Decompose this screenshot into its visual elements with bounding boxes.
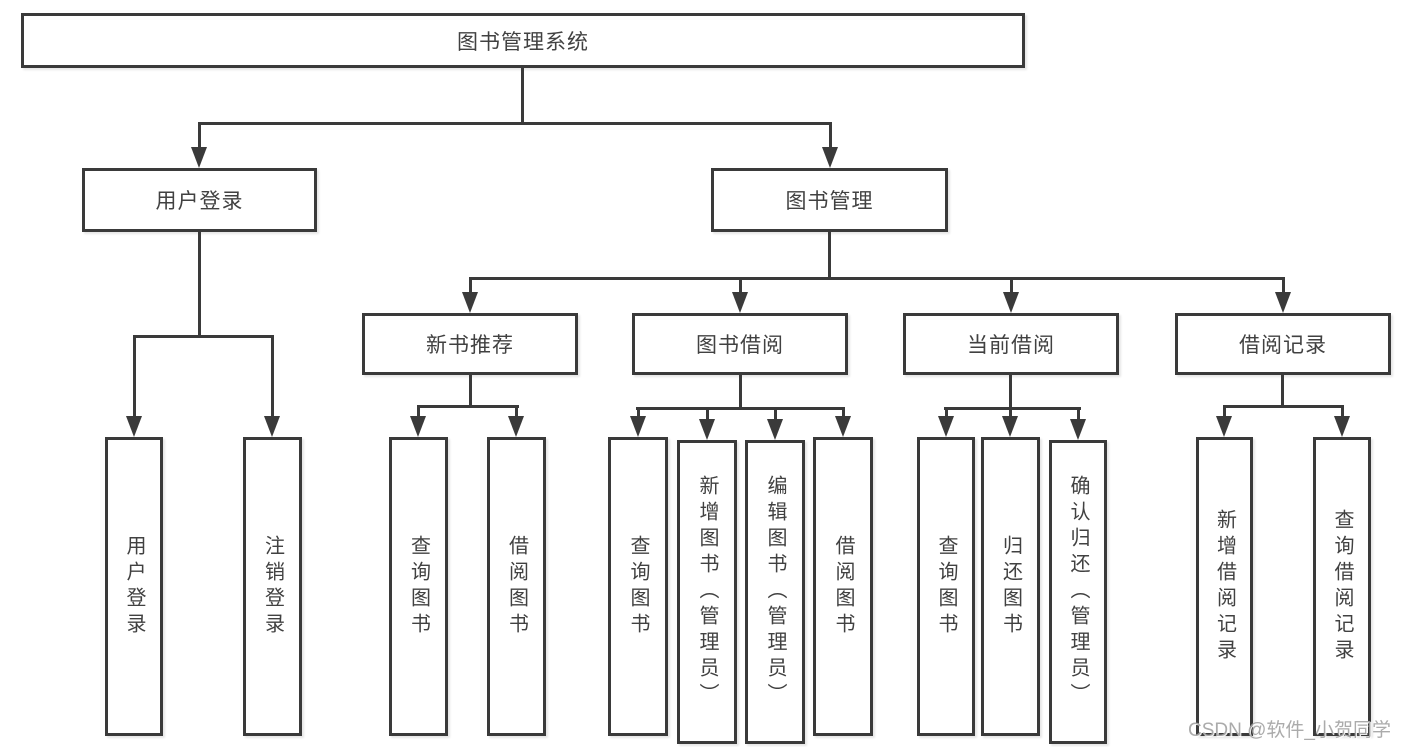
node-label: 新增图书（管理员） [696,475,718,709]
node-label: 借阅记录 [1239,334,1327,357]
arrow-down-icon [508,408,524,437]
arrow-down-icon [1003,280,1019,313]
arrow-down-icon [732,280,748,313]
arrow-down-icon [1334,408,1350,437]
node-label: 编辑图书（管理员） [764,475,786,709]
connector-new-books-branch [417,405,519,408]
node-user-login: 用户登录 [82,168,317,232]
node-label: 用户登录 [155,190,244,213]
leaf-confirm-return-admin: 确认归还（管理员） [1049,440,1107,744]
connector-book-management-trunk [828,230,831,280]
connector-level1-branch [198,122,832,125]
arrow-down-icon [126,338,142,437]
leaf-query-borrow-record: 查询借阅记录 [1313,437,1371,736]
leaf-add-borrow-record: 新增借阅记录 [1196,437,1253,736]
arrow-down-icon [767,410,783,440]
leaf-return-books: 归还图书 [981,437,1040,736]
node-label: 借阅图书 [505,534,528,639]
connector-borrow-records-trunk [1281,373,1284,407]
node-label: 借阅图书 [832,534,854,639]
arrow-down-icon [822,125,838,168]
leaf-user-login: 用户登录 [105,437,163,736]
arrow-down-icon [264,338,280,437]
node-new-book-recommendation: 新书推荐 [362,313,578,375]
csdn-watermark: CSDN @软件_小贺同学 [1188,720,1391,741]
leaf-logout: 注销登录 [243,437,302,736]
connector-current-borrow-branch [944,407,1081,410]
node-label: 新书推荐 [426,334,514,357]
node-label: 图书借阅 [696,334,784,357]
connector-borrow-records-branch [1223,405,1344,408]
connector-new-books-trunk [469,373,472,407]
connector-book-borrow-trunk [739,373,742,409]
arrow-down-icon [1070,410,1086,440]
leaf-query-books-borrow: 查询图书 [608,437,668,736]
node-book-management: 图书管理 [711,168,948,232]
node-borrowing-records: 借阅记录 [1175,313,1391,375]
node-label: 查询借阅记录 [1331,508,1353,665]
leaf-borrow-books: 借阅图书 [813,437,873,736]
arrow-down-icon [1002,410,1018,437]
node-label: 查询图书 [935,534,957,639]
arrow-down-icon [410,408,426,437]
node-label: 图书管理系统 [457,30,589,54]
leaf-edit-books-admin: 编辑图书（管理员） [745,440,805,744]
connector-book-borrow-branch [636,407,845,410]
connector-level2-branch [469,277,1285,280]
node-label: 当前借阅 [967,334,1055,357]
arrow-down-icon [462,280,478,313]
connector-user-login-trunk [198,230,201,337]
node-label: 用户登录 [123,534,145,639]
leaf-query-books-current: 查询图书 [917,437,975,736]
node-label: 查询图书 [407,534,430,639]
connector-user-login-branch [133,335,274,338]
node-label: 查询图书 [627,534,649,639]
arrow-down-icon [938,410,954,437]
arrow-down-icon [699,410,715,440]
node-label: 新增借阅记录 [1213,508,1236,665]
node-book-borrowing: 图书借阅 [632,313,848,375]
arrow-down-icon [1275,280,1291,313]
leaf-borrow-books-recommend: 借阅图书 [487,437,546,736]
connector-root-trunk [521,66,524,122]
node-label: 注销登录 [261,534,284,639]
arrow-down-icon [835,410,851,437]
arrow-down-icon [630,410,646,437]
node-label: 确认归还（管理员） [1067,475,1089,709]
node-current-borrowing: 当前借阅 [903,313,1119,375]
leaf-query-books-recommend: 查询图书 [389,437,448,736]
node-label: 图书管理 [785,190,874,213]
arrow-down-icon [1216,408,1232,437]
connector-current-borrow-trunk [1009,373,1012,409]
leaf-add-books-admin: 新增图书（管理员） [677,440,737,744]
node-label: 归还图书 [999,534,1022,639]
arrow-down-icon [191,125,207,168]
node-root-library-system: 图书管理系统 [21,13,1025,68]
